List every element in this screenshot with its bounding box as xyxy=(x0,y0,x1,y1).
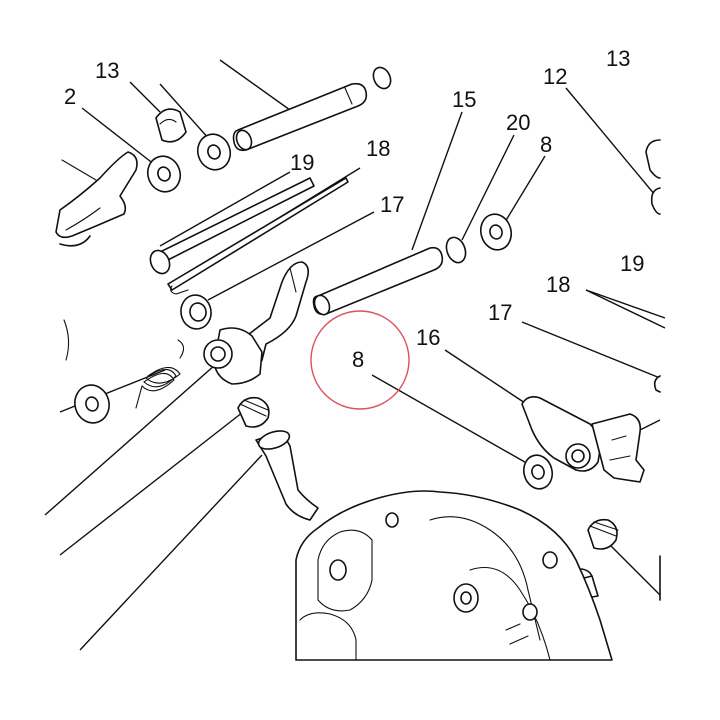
shaft-15 xyxy=(312,246,444,316)
callout-8-circled: 8 xyxy=(352,347,364,372)
washer-2 xyxy=(146,155,182,193)
washer-13 xyxy=(196,133,232,171)
callout-2: 2 xyxy=(64,84,76,109)
shift-fork-left xyxy=(203,261,310,385)
thin-rod-19 xyxy=(149,177,315,275)
washer-8-top xyxy=(479,213,513,251)
leader-18b-2 xyxy=(585,289,666,329)
leader-lower-right xyxy=(604,539,661,596)
leader-lower-left-2 xyxy=(59,404,253,556)
leader-17b xyxy=(521,321,661,379)
highlight-circle[interactable] xyxy=(310,310,410,410)
leader-13 xyxy=(129,81,161,113)
callout-12: 12 xyxy=(543,64,567,89)
leader-20 xyxy=(461,134,515,241)
callout-18-right: 18 xyxy=(546,272,570,297)
detent-plunger xyxy=(237,396,319,521)
leader-8a xyxy=(504,155,546,223)
leader-18b-1 xyxy=(585,289,666,319)
leader-lower-left-1 xyxy=(44,364,216,516)
callout-18-left: 18 xyxy=(366,136,390,161)
callout-13: 13 xyxy=(95,58,119,83)
callout-labels: 13 2 15 20 8 12 13 19 18 17 19 18 17 16 … xyxy=(64,46,644,372)
left-edge-parts xyxy=(63,319,70,361)
pin-18 xyxy=(167,177,349,295)
leader-2 xyxy=(81,107,156,166)
leader-17a xyxy=(207,211,375,301)
leader-shaft-top xyxy=(219,59,291,111)
callout-19-left: 19 xyxy=(290,150,314,175)
shift-fork-right xyxy=(521,396,645,483)
circlip-20 xyxy=(445,236,467,264)
leader-15 xyxy=(411,111,463,251)
left-lever xyxy=(55,151,138,247)
leader-16 xyxy=(444,349,526,404)
leader-lower-left-3 xyxy=(79,454,263,651)
leader-13-washer xyxy=(159,83,211,141)
callout-8-top: 8 xyxy=(540,132,552,157)
callout-17-left: 17 xyxy=(380,192,404,217)
gearbox-housing xyxy=(295,490,613,661)
callout-17-right: 17 xyxy=(488,300,512,325)
upper-shaft xyxy=(232,66,392,152)
leader-right-edge xyxy=(639,419,661,431)
washer-spring xyxy=(74,384,110,424)
callout-13-partial: 13 xyxy=(606,46,630,71)
bushing-13 xyxy=(155,108,187,143)
callout-15: 15 xyxy=(452,87,476,112)
bushing-17 xyxy=(180,294,212,330)
spring xyxy=(135,339,185,409)
callout-16: 16 xyxy=(416,325,440,350)
leader-19a xyxy=(159,171,291,247)
leader-lines xyxy=(44,59,666,651)
washer-8-bottom xyxy=(522,454,554,490)
right-edge-parts xyxy=(645,139,661,601)
callout-19-right: 19 xyxy=(620,251,644,276)
leader-8b xyxy=(371,374,531,466)
callout-20: 20 xyxy=(506,110,530,135)
leader-12 xyxy=(565,87,656,196)
